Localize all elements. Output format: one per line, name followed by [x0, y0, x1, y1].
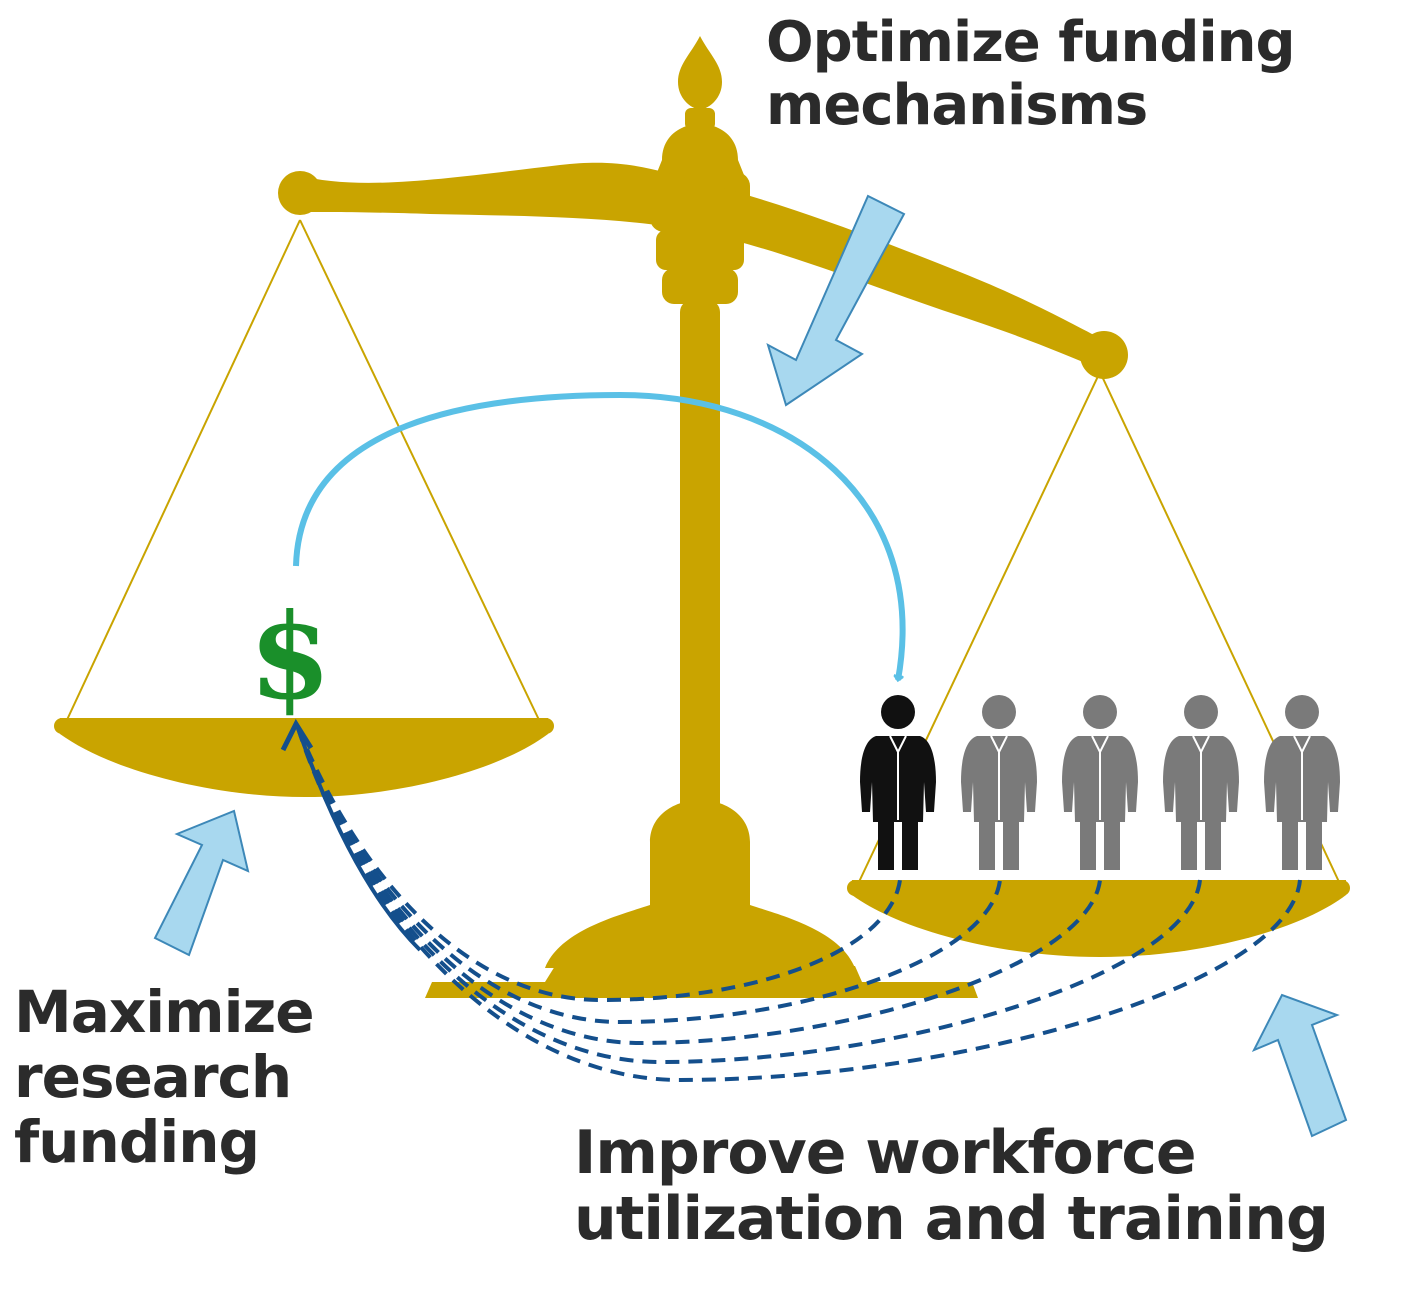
arrow-maximize [153, 809, 250, 957]
beam-left-knob [278, 171, 322, 215]
label-line: utilization and training [574, 1184, 1329, 1254]
scale-base [425, 966, 978, 998]
person-gray-icon [961, 695, 1037, 870]
scale-body [54, 36, 1350, 998]
right-pan [852, 880, 1346, 957]
label-line: mechanisms [766, 72, 1148, 138]
arrow-improve [1251, 993, 1348, 1138]
label-line: Maximize [14, 978, 315, 1046]
label-improve-workforce: Improve workforce utilization and traini… [574, 1118, 1329, 1254]
scale-beam [298, 162, 1102, 370]
arrowhead-dark [280, 718, 314, 752]
beam-right-knob [1080, 331, 1128, 379]
label-line: funding [14, 1107, 260, 1176]
arrow-optimize [766, 194, 906, 407]
dollar-icon: $ [249, 587, 331, 726]
workforce-people [860, 695, 1340, 870]
label-optimize-funding: Optimize funding mechanisms [766, 10, 1296, 138]
person-gray-icon [1163, 695, 1239, 870]
label-maximize-funding: Maximize research funding [14, 978, 315, 1176]
label-line: Optimize funding [766, 10, 1296, 75]
scale-column [680, 300, 720, 820]
scale-ornament [678, 36, 722, 110]
funding-to-workforce-curve [293, 391, 906, 680]
label-line: Improve workforce [574, 1118, 1197, 1188]
person-highlighted-icon [860, 695, 936, 870]
label-line: research [14, 1042, 292, 1111]
workforce-to-funding-curves [296, 727, 1302, 1083]
scale-foot [545, 800, 855, 968]
person-gray-icon [1062, 695, 1138, 870]
left-pan [60, 718, 548, 797]
person-gray-icon [1264, 695, 1340, 870]
left-pan-strings [65, 219, 541, 723]
